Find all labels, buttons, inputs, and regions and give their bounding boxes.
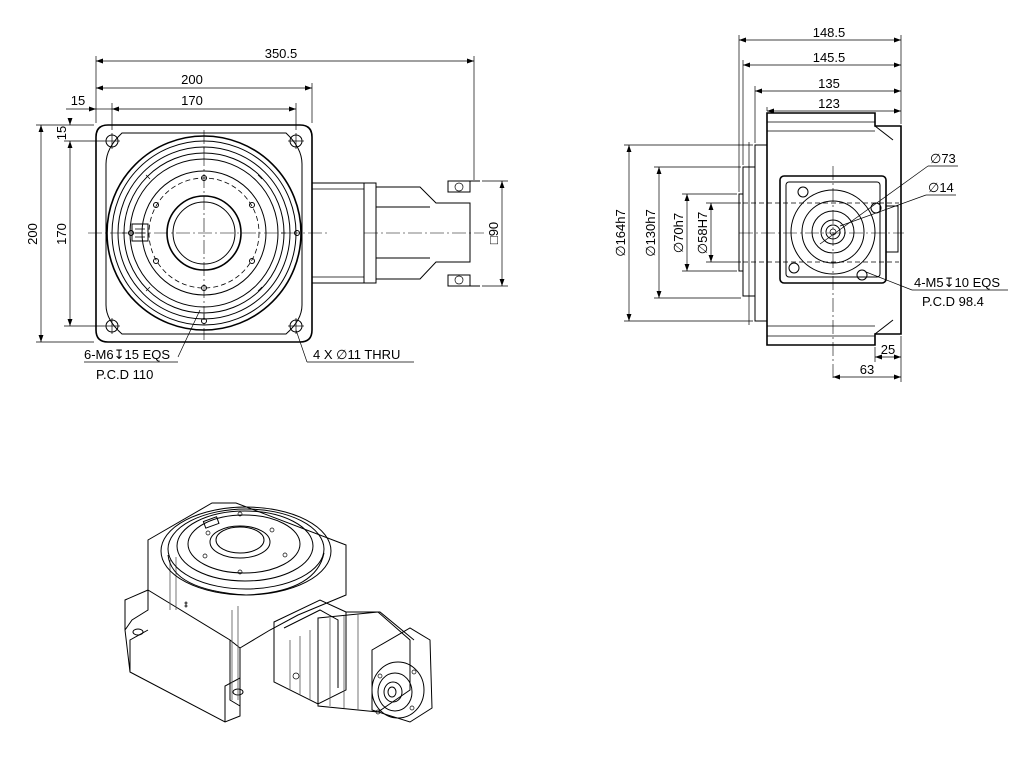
callout-dia-14: ∅14 — [928, 180, 954, 195]
dim-dia-58: ∅58H7 — [695, 212, 710, 254]
dimension-overall-width: 350.5 — [95, 46, 475, 180]
callout-tapped-holes: 6-M6↧15 EQS P.C.D 110 — [84, 309, 201, 382]
dimension-diameters: ∅164h7 ∅130h7 ∅70h7 ∅58H7 — [613, 144, 753, 322]
dim-170-horizontal: 170 — [181, 93, 203, 108]
dimension-hole-pitch-vertical: 170 15 — [54, 118, 104, 327]
dim-dia-70: ∅70h7 — [671, 213, 686, 253]
side-view: 148.5 145.5 135 123 ∅164h7 ∅130h7 ∅70h7 — [613, 25, 1008, 382]
dimension-motor-flange: □90 — [482, 180, 508, 287]
dim-148-5: 148.5 — [813, 25, 846, 40]
callout-pcd-98-4: P.C.D 98.4 — [922, 294, 984, 309]
motor-reducer — [311, 180, 484, 287]
callout-4x-11-thru: 4 X ∅11 THRU — [313, 347, 400, 362]
dim-square-90: □90 — [486, 222, 501, 244]
callout-pcd-110: P.C.D 110 — [96, 367, 153, 382]
dim-15-vertical: 15 — [54, 126, 69, 140]
dim-dia-130: ∅130h7 — [643, 209, 658, 256]
dimension-lengths: 148.5 145.5 135 123 — [738, 25, 902, 192]
dim-200-height: 200 — [25, 223, 40, 245]
callout-dia-73: ∅73 — [930, 151, 956, 166]
dimension-bottom: 25 63 — [833, 336, 902, 382]
dim-63: 63 — [860, 362, 874, 377]
dim-123: 123 — [818, 96, 840, 111]
dimension-hole-pitch: 15 170 — [66, 93, 297, 130]
mounting-hole-icon — [104, 133, 304, 334]
dim-170-vertical: 170 — [54, 223, 69, 245]
dim-15-horizontal: 15 — [71, 93, 85, 108]
dimension-body-width: 200 — [96, 72, 313, 123]
dim-25: 25 — [881, 342, 895, 357]
dimension-height: 200 — [25, 124, 94, 343]
callout-4-m5: 4-M5↧10 EQS — [914, 275, 1000, 290]
dim-200-width: 200 — [181, 72, 203, 87]
dim-145-5: 145.5 — [813, 50, 846, 65]
callout-diameters: ∅73 ∅14 — [819, 151, 958, 245]
callout-through-holes: 4 X ∅11 THRU — [295, 329, 414, 363]
front-view: 350.5 200 15 170 200 — [25, 46, 508, 382]
dim-dia-164: ∅164h7 — [613, 209, 628, 256]
callout-6-m6: 6-M6↧15 EQS — [84, 347, 170, 362]
isometric-view — [124, 502, 433, 723]
callout-m5-holes: 4-M5↧10 EQS P.C.D 98.4 — [865, 271, 1008, 309]
dim-350-5: 350.5 — [265, 46, 298, 61]
dim-135: 135 — [818, 76, 840, 91]
